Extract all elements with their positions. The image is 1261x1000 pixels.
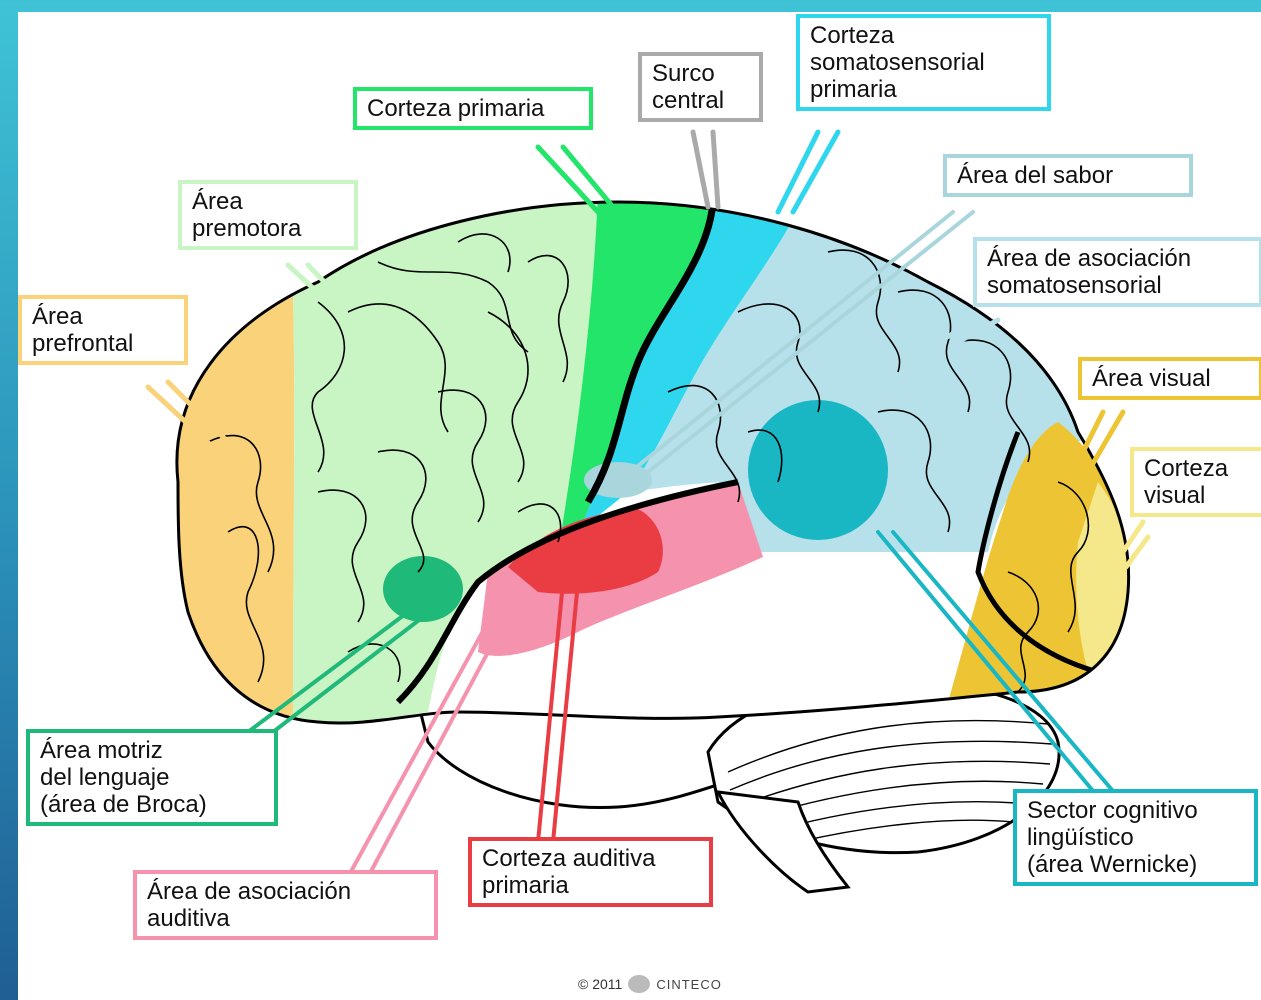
label-area-del-sabor: Área del sabor	[943, 154, 1193, 197]
cinteco-logo-icon	[628, 975, 650, 993]
label-corteza-visual: Corteza visual	[1130, 447, 1261, 517]
region-wernicke	[748, 400, 888, 540]
label-corteza-primaria: Corteza primaria	[353, 87, 593, 130]
footer-brand: CINTECO	[656, 977, 722, 992]
label-area-motriz-lenguaje: Área motriz del lenguaje (área de Broca)	[26, 729, 278, 826]
region-prefrontal	[158, 192, 294, 732]
label-area-asociacion-somatosensorial: Área de asociación somatosensorial	[973, 237, 1261, 307]
label-corteza-somatosensorial-primaria: Corteza somatosensorial primaria	[796, 14, 1051, 111]
label-surco-central: Surco central	[638, 52, 763, 122]
label-area-premotora: Área premotora	[178, 180, 358, 250]
diagram-canvas: Corteza primaria Surco central Corteza s…	[18, 12, 1261, 1000]
label-area-prefrontal: Área prefrontal	[18, 295, 188, 365]
leader-somatosensorial	[778, 132, 838, 212]
label-corteza-auditiva-primaria: Corteza auditiva primaria	[468, 837, 713, 907]
label-sector-cognitivo-linguistico: Sector cognitivo lingüístico (área Werni…	[1013, 789, 1258, 886]
label-area-asociacion-auditiva: Área de asociación auditiva	[133, 870, 438, 940]
footer-copyright: © 2011	[578, 976, 622, 992]
footer: © 2011 CINTECO	[578, 975, 722, 993]
leader-surco-central	[693, 132, 718, 207]
label-area-visual: Área visual	[1078, 357, 1261, 400]
